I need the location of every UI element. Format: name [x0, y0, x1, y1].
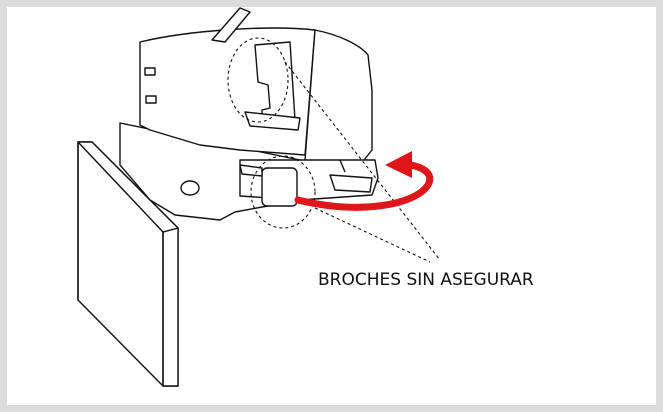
base-hole — [180, 180, 200, 196]
housing-slot-2 — [145, 95, 157, 104]
highlight-lower-clip — [250, 155, 316, 229]
lower-clip — [239, 164, 298, 207]
rotation-arrow — [294, 151, 434, 211]
housing-slot-1 — [144, 67, 156, 76]
leader-line-lower — [314, 207, 431, 263]
rotating-ring — [239, 159, 379, 201]
top-handle — [211, 7, 251, 43]
highlight-upper-clip — [227, 37, 289, 123]
track-profile — [77, 141, 179, 387]
callout-label: BROCHES SIN ASEGURAR — [318, 270, 534, 290]
